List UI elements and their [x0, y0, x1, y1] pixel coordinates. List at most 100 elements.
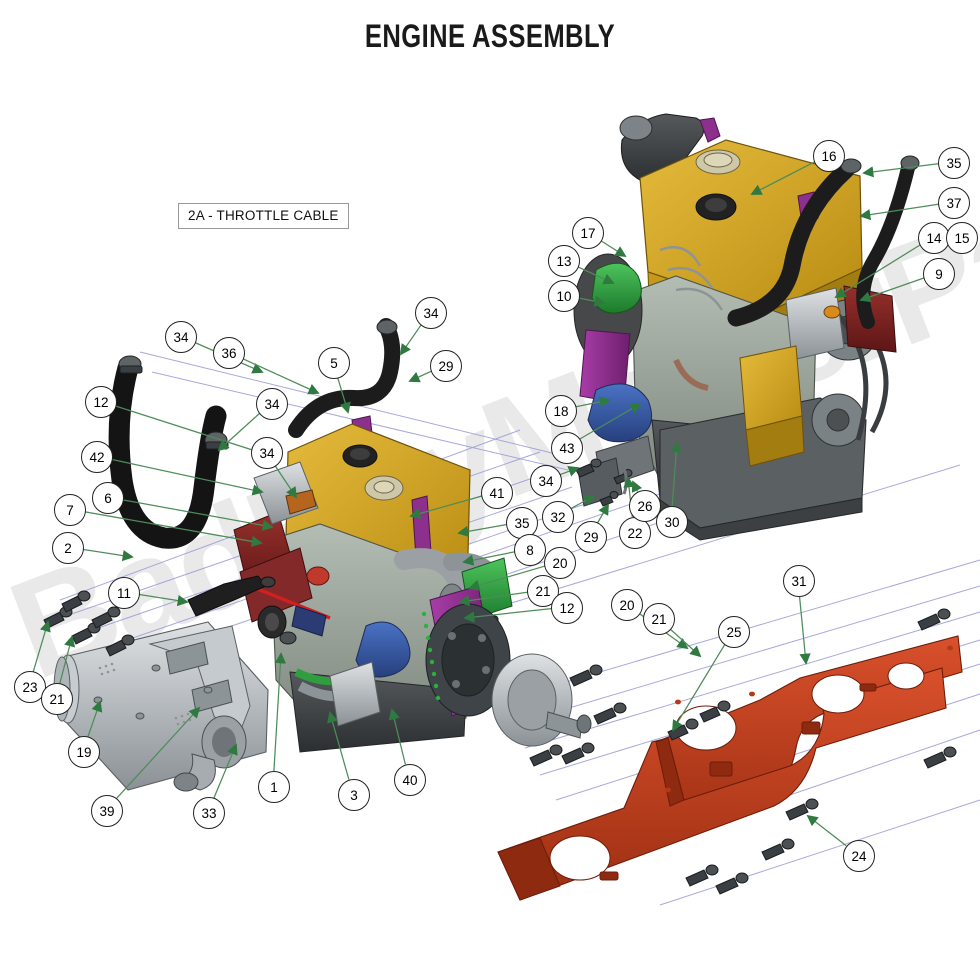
- leader-line-12: [114, 405, 270, 458]
- callout-bubble-18[interactable]: 18: [545, 395, 577, 427]
- leader-line-30: [670, 441, 682, 507]
- callout-bubble-11[interactable]: 11: [108, 577, 140, 609]
- callout-bubble-34[interactable]: 34: [251, 437, 283, 469]
- leader-line-21: [458, 591, 528, 607]
- callout-bubble-21[interactable]: 21: [41, 683, 73, 715]
- callout-bubble-42[interactable]: 42: [81, 441, 113, 473]
- callout-bubble-6[interactable]: 6: [92, 482, 124, 514]
- callout-bubble-43[interactable]: 43: [551, 432, 583, 464]
- callout-bubble-1[interactable]: 1: [258, 771, 290, 803]
- callout-bubble-5[interactable]: 5: [318, 347, 350, 379]
- leader-line-18: [574, 396, 611, 408]
- callout-bubble-8[interactable]: 8: [514, 534, 546, 566]
- throttle-linkage: [575, 435, 655, 507]
- leader-line-25: [672, 643, 726, 732]
- leader-line-41: [409, 495, 482, 519]
- page-title: ENGINE ASSEMBLY: [364, 18, 616, 54]
- leader-line-6: [121, 499, 274, 531]
- callout-bubble-7[interactable]: 7: [54, 494, 86, 526]
- callout-bubble-17[interactable]: 17: [572, 217, 604, 249]
- leader-line-11: [137, 593, 189, 607]
- callout-bubble-3[interactable]: 3: [338, 779, 370, 811]
- leader-line-9: [859, 277, 925, 303]
- callout-bubble-32[interactable]: 32: [542, 501, 574, 533]
- callout-bubble-9[interactable]: 9: [923, 258, 955, 290]
- leader-line-19: [87, 700, 103, 738]
- leader-line-43: [578, 403, 642, 441]
- callout-bubble-39[interactable]: 39: [91, 795, 123, 827]
- leader-line-36: [241, 357, 320, 395]
- callout-bubble-29[interactable]: 29: [430, 350, 462, 382]
- leader-line-35: [457, 523, 507, 537]
- callout-bubble-34[interactable]: 34: [415, 297, 447, 329]
- callout-bubble-24[interactable]: 24: [843, 840, 875, 872]
- leader-line-21: [668, 627, 702, 658]
- callout-bubble-12[interactable]: 12: [85, 386, 117, 418]
- leader-line-34: [217, 412, 261, 452]
- callout-bubble-26[interactable]: 26: [629, 490, 661, 522]
- leader-line-32: [569, 495, 596, 510]
- leader-line-16: [750, 161, 815, 195]
- engine-mount-bracket: [497, 635, 963, 901]
- leader-line-2: [81, 548, 134, 562]
- leader-line-10: [577, 295, 606, 307]
- leader-line-34: [273, 464, 298, 499]
- leader-line-14: [834, 244, 921, 298]
- leader-line-1: [273, 652, 287, 772]
- section-label-box: 2A - THROTTLE CABLE: [178, 203, 349, 229]
- leader-line-24: [806, 814, 847, 847]
- fastener-group-bracket: [529, 608, 957, 895]
- callout-bubble-40[interactable]: 40: [394, 764, 426, 796]
- callout-bubble-20[interactable]: 20: [611, 589, 643, 621]
- leader-line-8: [462, 551, 515, 566]
- callout-bubble-12[interactable]: 12: [551, 592, 583, 624]
- callout-bubble-34[interactable]: 34: [530, 465, 562, 497]
- leader-line-17: [599, 239, 627, 258]
- leader-line-37: [859, 203, 939, 221]
- callout-bubble-22[interactable]: 22: [619, 517, 651, 549]
- callout-bubble-34[interactable]: 34: [256, 388, 288, 420]
- leader-line-13: [576, 265, 615, 285]
- leader-line-35: [862, 163, 939, 178]
- callout-bubble-13[interactable]: 13: [548, 245, 580, 277]
- callout-bubble-16[interactable]: 16: [813, 140, 845, 172]
- callout-bubble-34[interactable]: 34: [165, 321, 197, 353]
- leader-line-7: [83, 510, 263, 547]
- leader-line-34: [558, 465, 580, 477]
- leader-line-33: [213, 743, 238, 799]
- callout-bubble-31[interactable]: 31: [783, 565, 815, 597]
- main-engine: [187, 318, 592, 753]
- callout-bubble-2[interactable]: 2: [52, 532, 84, 564]
- callout-bubble-37[interactable]: 37: [938, 187, 970, 219]
- leader-line-3: [327, 711, 350, 780]
- callout-bubble-41[interactable]: 41: [481, 477, 513, 509]
- callout-bubble-23[interactable]: 23: [14, 671, 46, 703]
- leader-line-20: [468, 565, 545, 591]
- callout-bubble-36[interactable]: 36: [213, 337, 245, 369]
- leader-line-42: [110, 458, 264, 496]
- callout-bubble-21[interactable]: 21: [643, 603, 675, 635]
- callout-bubble-30[interactable]: 30: [656, 506, 688, 538]
- callout-bubble-19[interactable]: 19: [68, 736, 100, 768]
- leader-line-21: [59, 635, 76, 684]
- callout-bubble-33[interactable]: 33: [193, 797, 225, 829]
- leader-line-34: [399, 323, 423, 356]
- upper-right-engine: [573, 113, 920, 541]
- leader-line-26: [631, 480, 643, 493]
- leader-line-12: [463, 607, 552, 623]
- callout-bubble-10[interactable]: 10: [548, 280, 580, 312]
- callout-bubble-15[interactable]: 15: [946, 222, 978, 254]
- leader-line-31: [798, 594, 811, 665]
- leader-line-23: [32, 620, 51, 672]
- callout-bubble-14[interactable]: 14: [918, 222, 950, 254]
- leader-line-5: [336, 376, 351, 414]
- callout-bubble-20[interactable]: 20: [544, 547, 576, 579]
- leader-line-29: [408, 370, 432, 383]
- callout-bubble-35[interactable]: 35: [938, 147, 970, 179]
- callout-bubble-29[interactable]: 29: [575, 521, 607, 553]
- leader-line-39: [115, 706, 201, 800]
- callout-bubble-25[interactable]: 25: [718, 616, 750, 648]
